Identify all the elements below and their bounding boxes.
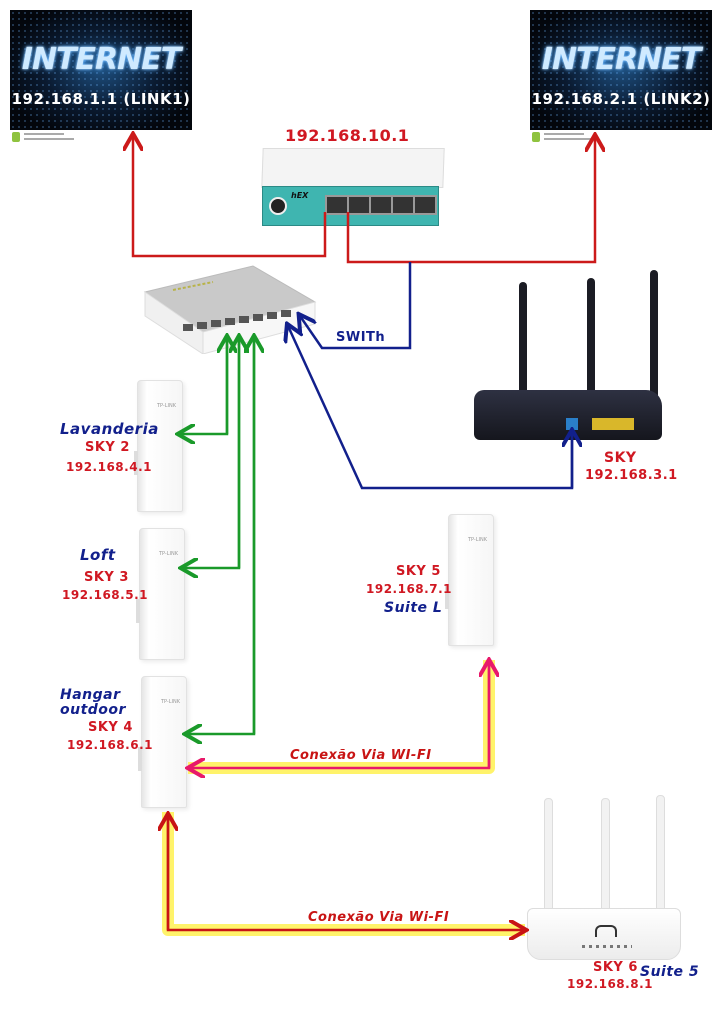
internet-link1-ip: 192.168.1.1 (LINK1) (11, 90, 191, 108)
sky2-name: SKY 2 (85, 440, 130, 455)
internet-link2-ip: 192.168.2.1 (LINK2) (531, 90, 711, 108)
sky3-name: SKY 3 (84, 570, 129, 585)
sky4-ip: 192.168.6.1 (67, 738, 153, 752)
sky-ip: 192.168.3.1 (585, 468, 678, 483)
sky6-router (527, 908, 681, 960)
switch-sky-line (288, 326, 574, 490)
sky6-location: Suite 5 (640, 964, 700, 980)
status-leds (582, 945, 632, 948)
mikrotik-router: hEX (262, 186, 439, 226)
power-jack-icon (269, 197, 287, 215)
ethernet-port-5 (413, 195, 437, 215)
internet-particles (530, 10, 712, 130)
sky3-ip: 192.168.5.1 (62, 588, 148, 602)
mikrotik-model: hEX (291, 191, 309, 200)
network-switch (143, 265, 317, 354)
sky-name: SKY (604, 450, 637, 466)
sky5-ip: 192.168.7.1 (366, 582, 452, 596)
internet-link2-title: INTERNET (541, 42, 701, 77)
link1-wan-line (133, 136, 327, 258)
sky6-name: SKY 6 (593, 960, 638, 975)
switch-sky3-line (183, 336, 241, 568)
internet-link2-card: INTERNET 192.168.2.1 (LINK2) (530, 10, 712, 130)
wifi-link-label-a: Conexão Via WI-FI (290, 748, 432, 763)
stock-watermark-footer (530, 130, 712, 146)
sky2-ip: 192.168.4.1 (66, 460, 152, 474)
antenna (519, 282, 527, 432)
sky2-location: Lavanderia (60, 420, 159, 438)
sky5-cpe: TP-LINK (445, 514, 494, 646)
antenna (650, 270, 658, 430)
sky4-cpe: TP-LINK (138, 676, 187, 808)
sky3-location: Loft (80, 546, 116, 564)
sky3-cpe: TP-LINK (136, 528, 185, 660)
internet-link1-title: INTERNET (21, 42, 181, 77)
internet-particles (10, 10, 192, 130)
internet-link1-card: INTERNET 192.168.1.1 (LINK1) (10, 10, 192, 130)
link2-wan-line (346, 137, 595, 264)
switch-sky2-line (180, 336, 229, 434)
switch-sky4-line (187, 336, 256, 734)
sky4-name: SKY 4 (88, 720, 133, 735)
mikrotik-switch-line (300, 262, 412, 350)
switch-label: SWITh (336, 330, 386, 345)
sky6-ip: 192.168.8.1 (567, 977, 653, 991)
sky5-location: Suite L (384, 600, 443, 616)
multilaser-logo-icon (595, 925, 617, 937)
sky2-cpe: TP-LINK (134, 380, 183, 512)
wifi-link-label-b: Conexão Via Wi-FI (308, 910, 450, 925)
sky5-name: SKY 5 (396, 564, 441, 579)
stock-watermark-footer (10, 130, 192, 146)
sky4-location: Hangar outdoor (60, 687, 126, 718)
mikrotik-ip-label: 192.168.10.1 (285, 126, 410, 145)
antenna (587, 278, 595, 438)
lan-ports (592, 418, 634, 430)
